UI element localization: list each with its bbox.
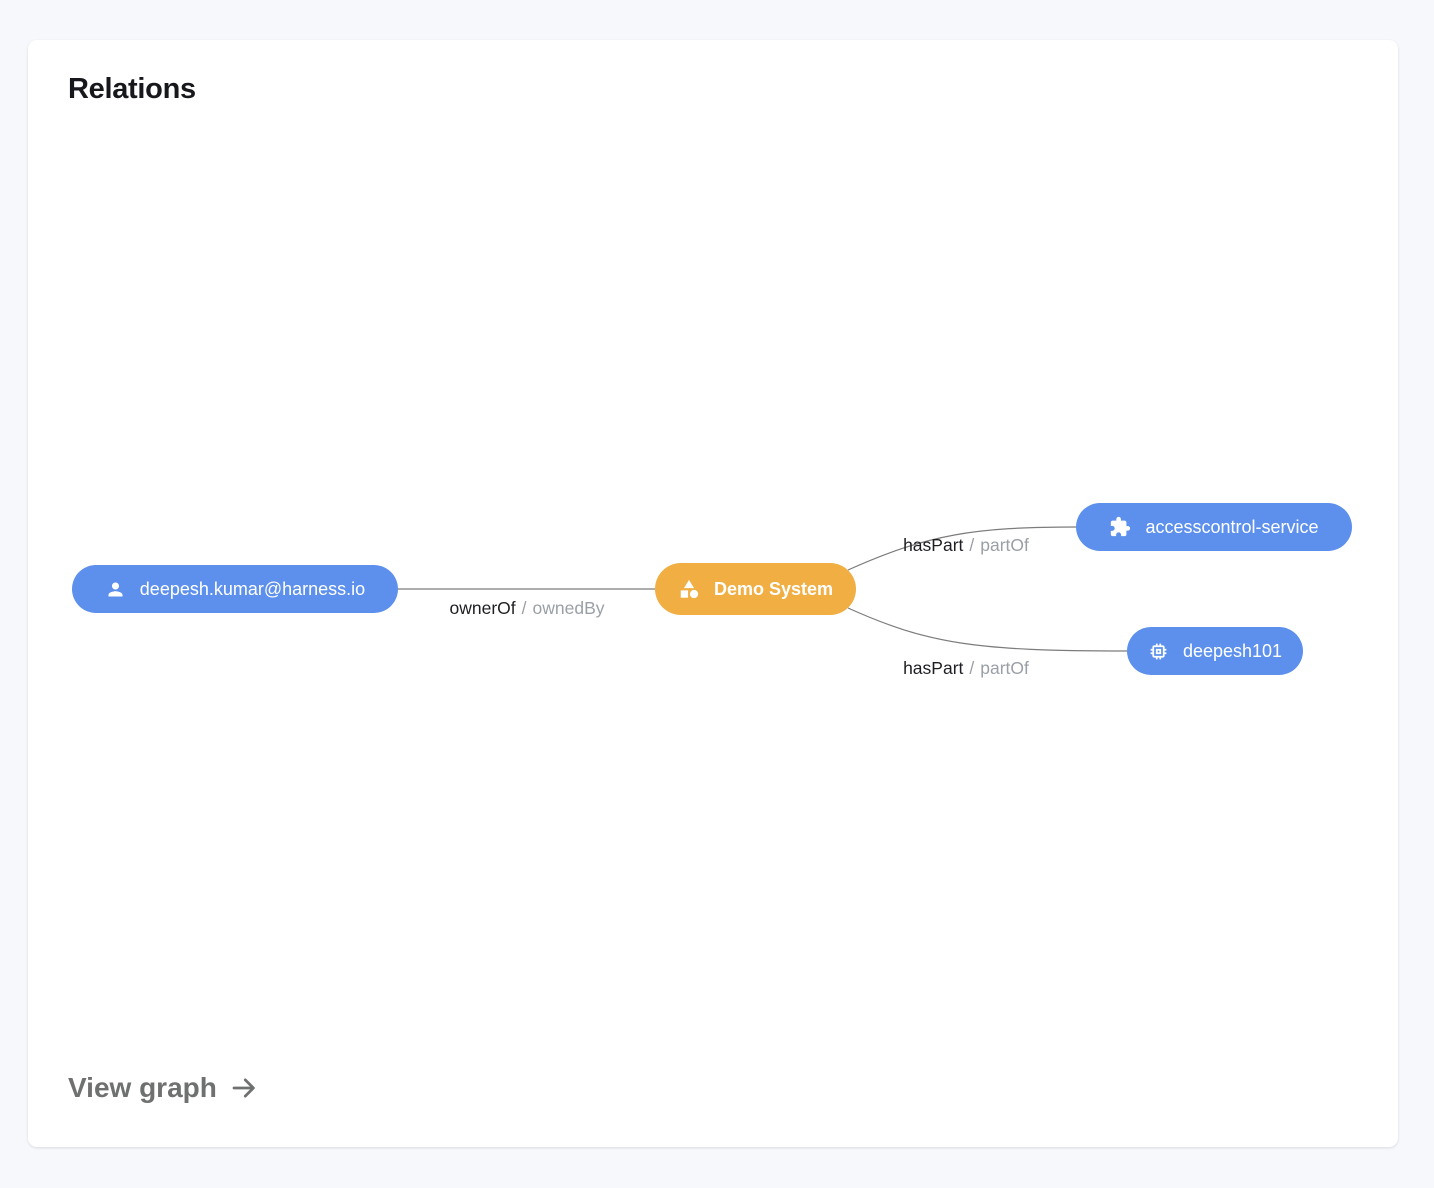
edge-label-primary: hasPart (903, 534, 964, 555)
node-system[interactable]: Demo System (655, 563, 856, 615)
edge-label-haspart-partof-top: hasPart / partOf (858, 533, 1074, 557)
edge-system-component (847, 607, 1128, 652)
edge-label-haspart-partof-bottom: hasPart / partOf (858, 656, 1074, 680)
relations-graph: deepesh.kumar@harness.io Demo System acc… (28, 40, 1398, 1147)
node-label: deepesh101 (1182, 640, 1283, 661)
edge-label-secondary: partOf (980, 534, 1029, 555)
edge-label-separator: / (521, 597, 527, 618)
node-label: Demo System (713, 578, 834, 599)
node-label: accesscontrol-service (1145, 516, 1319, 537)
edge-label-primary: hasPart (903, 657, 964, 678)
person-icon (105, 579, 126, 600)
node-component[interactable]: deepesh101 (1127, 627, 1303, 675)
edge-label-primary: ownerOf (449, 597, 516, 618)
edge-label-ownerof-ownedby: ownerOf / ownedBy (407, 596, 647, 620)
node-user[interactable]: deepesh.kumar@harness.io (72, 565, 398, 613)
arrow-right-icon (229, 1073, 259, 1103)
puzzle-icon (1109, 516, 1131, 538)
view-graph-link[interactable]: View graph (68, 1072, 259, 1104)
edge-system-service (847, 526, 1077, 571)
edge-lines (398, 526, 1128, 652)
edge-label-separator: / (969, 657, 975, 678)
card-title: Relations (68, 73, 196, 105)
view-graph-label: View graph (68, 1072, 217, 1103)
node-service[interactable]: accesscontrol-service (1076, 503, 1352, 551)
edge-label-secondary: ownedBy (532, 597, 605, 618)
node-label: deepesh.kumar@harness.io (139, 578, 366, 599)
edge-label-separator: / (969, 534, 975, 555)
relations-card: Relations deepesh.kumar@harness.io (28, 40, 1398, 1147)
category-icon (678, 578, 700, 600)
edge-label-secondary: partOf (980, 657, 1029, 678)
chip-icon (1148, 641, 1169, 662)
